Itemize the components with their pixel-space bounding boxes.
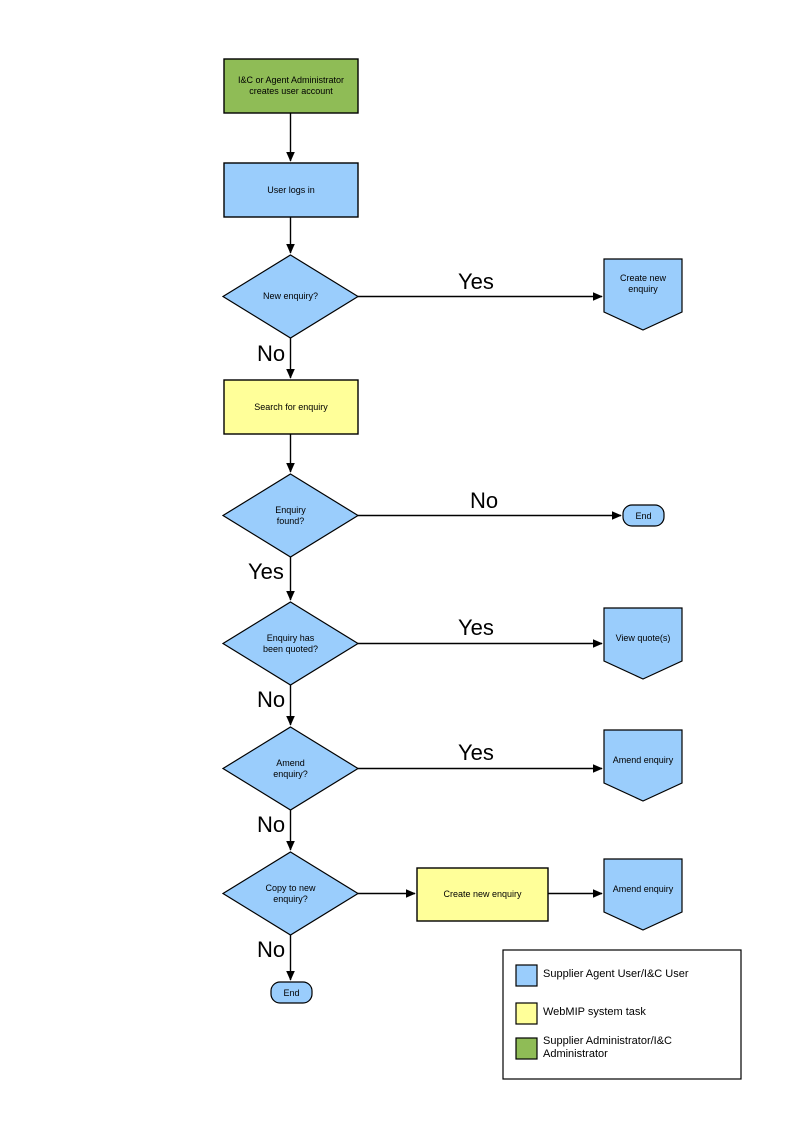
node-copy-to-new-enquiry-decision[interactable] <box>221 851 360 936</box>
edge-label-yes-new-enquiry: Yes <box>458 269 494 294</box>
node-view-quotes[interactable] <box>603 607 683 680</box>
node-label-end-bottom: End <box>283 987 300 998</box>
edge-label-no-enquiry-found: No <box>470 488 499 513</box>
legend-label-admin: Supplier Administrator/I&C Administrator <box>543 1035 672 1060</box>
edge-label-no-copy-to-new: No <box>257 937 286 962</box>
edge-label-yes-amend-enquiry: Yes <box>458 740 494 765</box>
node-enquiry-quoted-decision[interactable] <box>221 601 360 686</box>
node-end-bottom[interactable] <box>270 981 313 1004</box>
node-amend-enquiry-decision[interactable] <box>221 726 360 811</box>
edge-label-yes-enquiry-found: Yes <box>248 559 284 584</box>
node-end-top[interactable] <box>622 504 665 527</box>
edge-label-no-amend-enquiry: No <box>257 812 286 837</box>
edge-label-no-new-enquiry: No <box>257 341 286 366</box>
legend-box <box>502 949 742 1080</box>
node-label-end-top: End <box>635 510 652 521</box>
node-new-enquiry-decision[interactable] <box>221 254 360 339</box>
node-create-new-enquiry-bottom[interactable] <box>416 867 549 922</box>
legend-swatch-user <box>515 964 538 987</box>
legend-label-user: Supplier Agent User/I&C User <box>543 968 689 980</box>
node-search-for-enquiry[interactable] <box>223 379 359 435</box>
node-user-logs-in[interactable] <box>223 162 359 218</box>
node-amend-enquiry-bottom[interactable] <box>603 858 683 931</box>
node-admin-creates-account[interactable] <box>223 58 359 114</box>
node-create-new-enquiry-top[interactable] <box>603 258 683 331</box>
node-enquiry-found-decision[interactable] <box>221 473 360 558</box>
legend-label-system: WebMIP system task <box>543 1006 646 1018</box>
node-amend-enquiry-mid[interactable] <box>603 729 683 802</box>
legend-swatch-admin <box>515 1037 538 1060</box>
edge-label-yes-enquiry-quoted: Yes <box>458 615 494 640</box>
legend-swatch-system <box>515 1002 538 1025</box>
edge-label-no-enquiry-quoted: No <box>257 687 286 712</box>
